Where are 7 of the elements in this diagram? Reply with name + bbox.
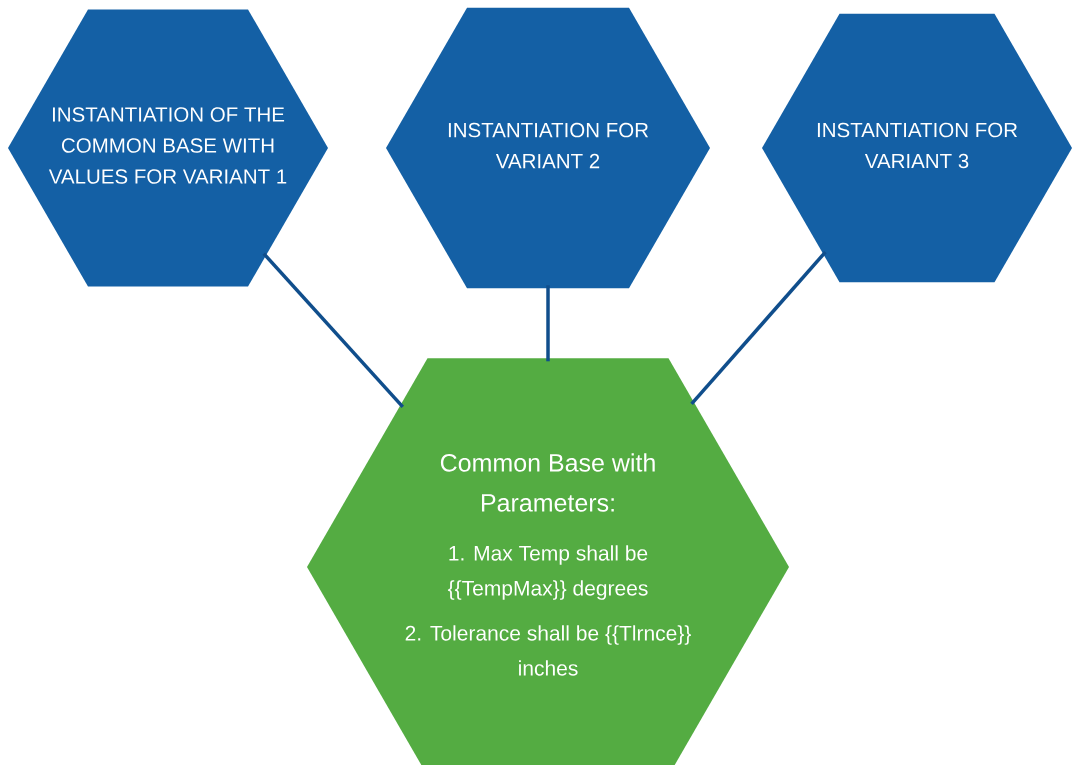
parameter-hexagon: Common Base with Parameters: 1. Max Temp shall be {{TempMax}} degrees 2. Tolerance shall be {{Tlrnce}} inches bbox=[307, 358, 789, 765]
instantiation-hexagon: INSTANTIATION FOR VARIANT 2 bbox=[386, 7, 710, 289]
connector-line bbox=[262, 252, 405, 409]
instantiation-hexagon: INSTANTIATION OF THE COMMON BASE WITH VALUES FOR VARIANT 1 bbox=[8, 9, 328, 287]
connector-line bbox=[690, 250, 827, 406]
instantiation-hexagon: INSTANTIATION FOR VARIANT 3 bbox=[762, 13, 1072, 283]
connector-line bbox=[546, 285, 550, 362]
